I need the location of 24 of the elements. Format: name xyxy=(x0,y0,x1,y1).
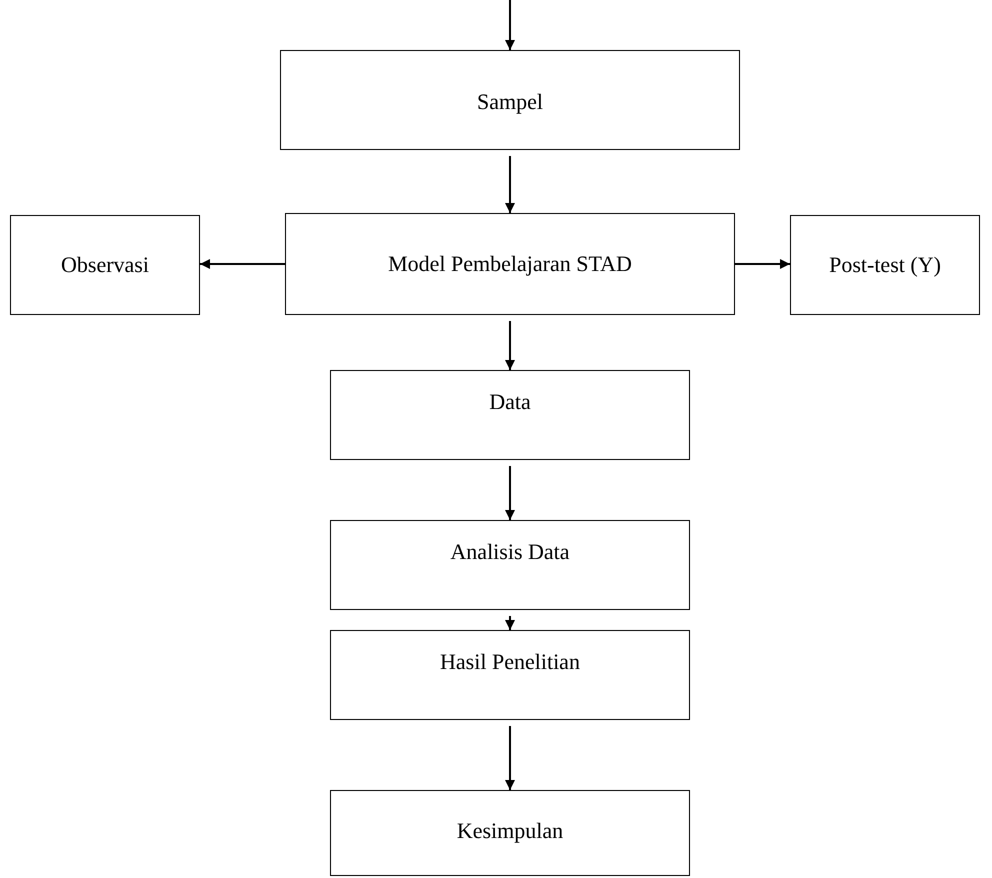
arrow xyxy=(505,0,515,50)
process-box xyxy=(330,370,690,460)
box-label: Model Pembelajaran STAD xyxy=(388,251,632,277)
box-label: Data xyxy=(489,389,531,415)
arrow xyxy=(735,259,790,269)
process-box xyxy=(285,213,735,315)
arrow xyxy=(505,726,515,790)
process-box xyxy=(10,215,200,315)
box-label: Post-test (Y) xyxy=(829,252,941,278)
arrow xyxy=(505,156,515,213)
process-box xyxy=(790,215,980,315)
process-box xyxy=(330,790,690,876)
box-label: Observasi xyxy=(61,252,149,278)
process-box xyxy=(330,630,690,720)
process-box xyxy=(280,50,740,150)
arrow xyxy=(505,616,515,630)
process-box xyxy=(330,520,690,610)
arrow xyxy=(200,259,285,269)
box-label: Sampel xyxy=(477,89,543,115)
box-label: Hasil Penelitian xyxy=(440,649,580,675)
box-label: Kesimpulan xyxy=(456,818,564,844)
arrow xyxy=(505,466,515,520)
arrow xyxy=(505,321,515,370)
box-label: Analisis Data xyxy=(450,539,570,565)
